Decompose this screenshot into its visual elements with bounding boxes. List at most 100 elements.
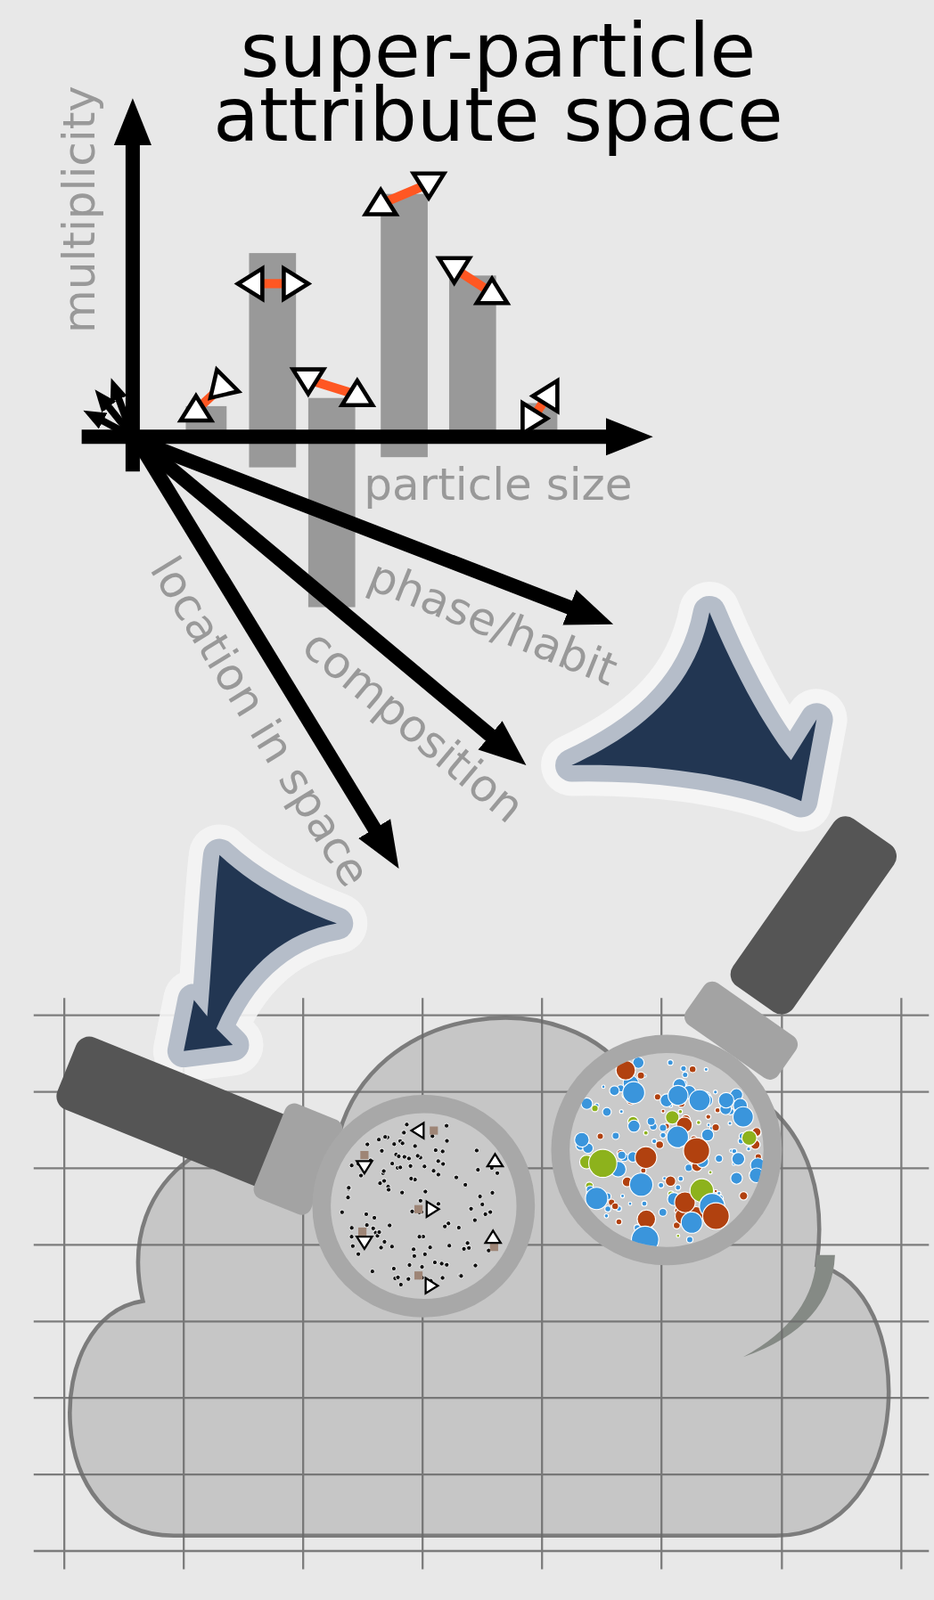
zoom-swoosh <box>571 612 817 802</box>
particle-dot <box>350 1244 355 1249</box>
particle-dot <box>641 1201 648 1207</box>
axis-label: multiplicity <box>54 85 105 334</box>
particle-square <box>429 1127 438 1136</box>
particle-dot <box>400 1141 405 1147</box>
particle-dot <box>685 1164 693 1172</box>
particle-dot <box>398 1282 403 1287</box>
particle-dot <box>358 1173 363 1179</box>
particle-dot <box>647 1117 656 1126</box>
particle-dot <box>427 1245 433 1251</box>
particle-square <box>490 1243 499 1252</box>
particle-dot <box>483 1212 488 1217</box>
particle-dot <box>392 1142 397 1148</box>
particle-dot <box>382 1239 387 1245</box>
particle-dot <box>423 1189 428 1195</box>
particle-dot <box>443 1123 449 1129</box>
particle-dot <box>749 1168 764 1183</box>
particle-dot <box>732 1106 754 1128</box>
particle-dot <box>658 1208 667 1217</box>
particle-dot <box>355 1252 361 1257</box>
particle-dot <box>349 1235 354 1240</box>
particle-dot <box>391 1266 396 1271</box>
particle-dot <box>439 1261 444 1267</box>
particle-dot <box>713 1090 718 1095</box>
particle-dot <box>431 1169 436 1174</box>
particle-dot <box>602 1107 612 1117</box>
particle-dot <box>345 1196 351 1201</box>
particle-dot <box>494 1171 500 1176</box>
particle-dot <box>682 1072 689 1078</box>
particle-dot <box>371 1215 377 1221</box>
particle-dot <box>447 1244 452 1249</box>
particle-square <box>414 1205 423 1214</box>
particle-dot <box>378 1245 384 1251</box>
axis-label: location in space <box>140 548 380 895</box>
particle-dot <box>706 1123 711 1128</box>
particle-dot <box>477 1194 483 1199</box>
particle-dot <box>629 1173 653 1197</box>
particle-dot <box>702 1203 730 1230</box>
particle-dot <box>708 1171 713 1175</box>
particle-dot <box>611 1203 619 1211</box>
particle-dot <box>349 1226 354 1231</box>
particle-dot <box>589 1149 618 1179</box>
particle-dot <box>668 1085 689 1106</box>
super-particle-marker <box>426 1202 440 1218</box>
particle-dot <box>686 1237 693 1244</box>
particle-dot <box>387 1223 393 1229</box>
particle-dot <box>475 1167 481 1172</box>
particle-dot <box>585 1187 608 1211</box>
particle-dot <box>422 1252 427 1257</box>
particle-dot <box>401 1130 406 1136</box>
particle-dot <box>406 1277 411 1282</box>
particle-dot <box>419 1264 425 1270</box>
particle-dot <box>628 1202 632 1206</box>
particle-dot <box>376 1229 382 1235</box>
particle-dot <box>637 1072 645 1080</box>
particle-dot <box>370 1226 376 1231</box>
particle-dot <box>381 1179 386 1184</box>
particle-dot <box>417 1198 423 1204</box>
particle-dot <box>461 1246 467 1252</box>
particle-dot <box>604 1213 609 1219</box>
super-particle-marker <box>485 1230 501 1244</box>
particle-dot <box>432 1260 437 1265</box>
particle-dot <box>746 1147 751 1151</box>
particle-dot <box>696 1121 702 1126</box>
particle-square <box>414 1271 423 1280</box>
particle-dot <box>442 1224 448 1229</box>
particle-dot <box>383 1135 388 1140</box>
model-grid <box>33 998 929 1570</box>
particle-dot <box>363 1212 369 1217</box>
particle-markers <box>180 173 558 435</box>
particle-dot <box>385 1187 391 1193</box>
particle-dot <box>678 1109 683 1115</box>
axis-label: particle size <box>363 459 632 510</box>
particle-dot <box>688 1065 697 1074</box>
particle-dot <box>741 1130 757 1147</box>
particle-dot <box>465 1241 470 1246</box>
particle-dot <box>409 1209 415 1214</box>
particle-dot <box>396 1154 402 1159</box>
particle-dot <box>619 1110 623 1115</box>
particle-dot <box>680 1212 703 1234</box>
particle-dot <box>637 1210 656 1229</box>
particle-dot <box>680 1065 687 1072</box>
particle-dot <box>601 1085 606 1090</box>
particle-dot <box>704 1067 708 1072</box>
particle-dot <box>472 1218 477 1223</box>
particle-dot <box>574 1132 590 1148</box>
particle-dot <box>412 1144 418 1149</box>
particle-dot <box>712 1123 720 1131</box>
particle-dot <box>615 1060 636 1081</box>
particle-dot <box>605 1206 612 1213</box>
particle-dot <box>444 1262 450 1268</box>
particle-dot <box>630 1226 659 1254</box>
super-particle-marker <box>356 1161 372 1174</box>
axis-label: phase/habit <box>361 549 625 696</box>
particle-dot <box>440 1276 445 1281</box>
particle-dot <box>643 1130 648 1136</box>
particle-dot <box>739 1192 748 1201</box>
particle-dot <box>407 1262 412 1268</box>
